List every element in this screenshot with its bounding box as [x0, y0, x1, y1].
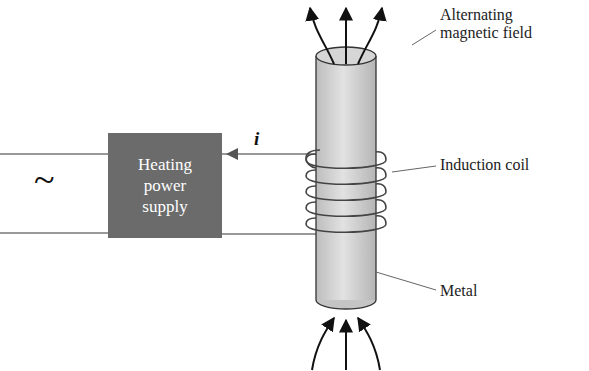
magnetic-field-lines-bottom — [312, 318, 380, 370]
coil-wire — [222, 233, 330, 235]
box-text: Heating power supply — [130, 154, 200, 218]
field-label: Alternating magnetic field — [440, 6, 562, 43]
current-arrowhead — [226, 148, 238, 160]
supply-wire — [0, 232, 108, 234]
magnetic-field-lines-top — [310, 8, 382, 64]
leader-lines — [376, 30, 436, 290]
induction-coil — [306, 150, 386, 232]
metal-label: Metal — [440, 282, 477, 300]
power-supply-box: Heating power supply — [108, 133, 222, 238]
ac-source-symbol: ~ — [34, 158, 55, 202]
current-label: i — [254, 128, 259, 150]
coil-label: Induction coil — [440, 156, 529, 174]
metal-workpiece — [316, 47, 376, 309]
supply-wire — [0, 153, 108, 155]
